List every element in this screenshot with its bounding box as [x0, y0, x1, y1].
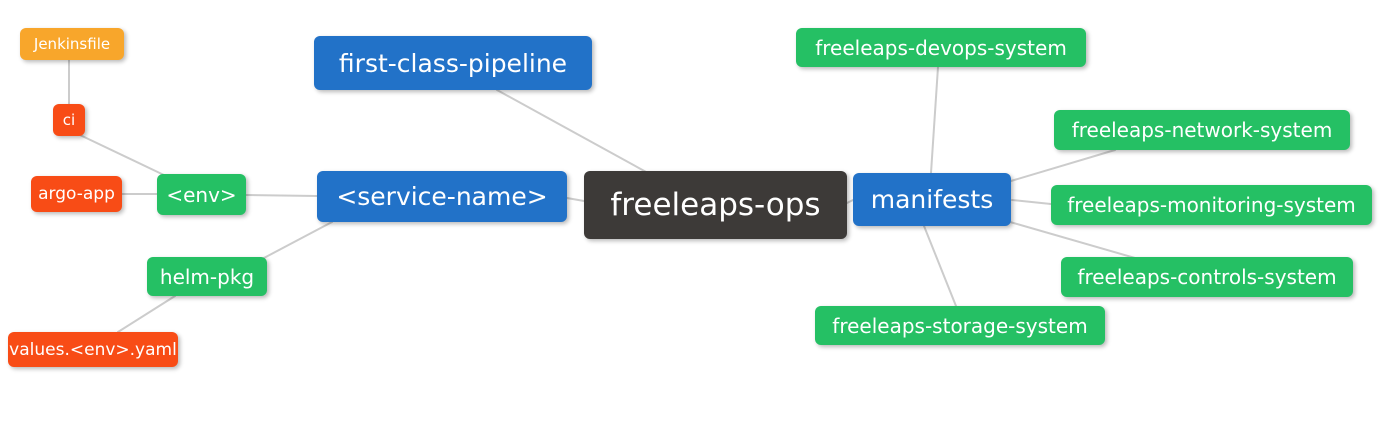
- edge-manifests-devops-system: [930, 66, 939, 174]
- edge-manifests-storage-system: [923, 225, 957, 307]
- edge-manifests-monitoring-system: [1011, 199, 1052, 205]
- node-freeleaps-monitoring-system[interactable]: freeleaps-monitoring-system: [1051, 185, 1372, 225]
- edge-env-service-name: [245, 194, 318, 197]
- node-freeleaps-ops[interactable]: freeleaps-ops: [584, 171, 847, 239]
- node-values-env-yaml[interactable]: values.<env>.yaml: [8, 332, 178, 367]
- node-service-name[interactable]: <service-name>: [317, 171, 567, 222]
- node-helm-pkg[interactable]: helm-pkg: [147, 257, 267, 296]
- edge-first-class-pipeline-freeleaps-ops: [496, 89, 649, 174]
- node-freeleaps-network-system[interactable]: freeleaps-network-system: [1054, 110, 1350, 150]
- edge-helm-pkg-values-env-yaml: [117, 295, 176, 333]
- edge-manifests-network-system: [1010, 149, 1116, 182]
- node-jenkinsfile[interactable]: Jenkinsfile: [20, 28, 124, 60]
- node-argo-app[interactable]: argo-app: [31, 176, 122, 212]
- edge-ci-env: [79, 134, 167, 177]
- node-ci[interactable]: ci: [53, 104, 85, 136]
- node-freeleaps-storage-system[interactable]: freeleaps-storage-system: [815, 306, 1105, 345]
- node-freeleaps-devops-system[interactable]: freeleaps-devops-system: [796, 28, 1086, 67]
- node-env[interactable]: <env>: [157, 174, 246, 215]
- edge-service-name-freeleaps-ops: [566, 197, 585, 202]
- node-freeleaps-controls-system[interactable]: freeleaps-controls-system: [1061, 257, 1353, 297]
- node-first-class-pipeline[interactable]: first-class-pipeline: [314, 36, 592, 90]
- node-manifests[interactable]: manifests: [853, 173, 1011, 226]
- edge-manifests-controls-system: [1009, 221, 1136, 259]
- edge-service-name-helm-pkg: [261, 221, 333, 260]
